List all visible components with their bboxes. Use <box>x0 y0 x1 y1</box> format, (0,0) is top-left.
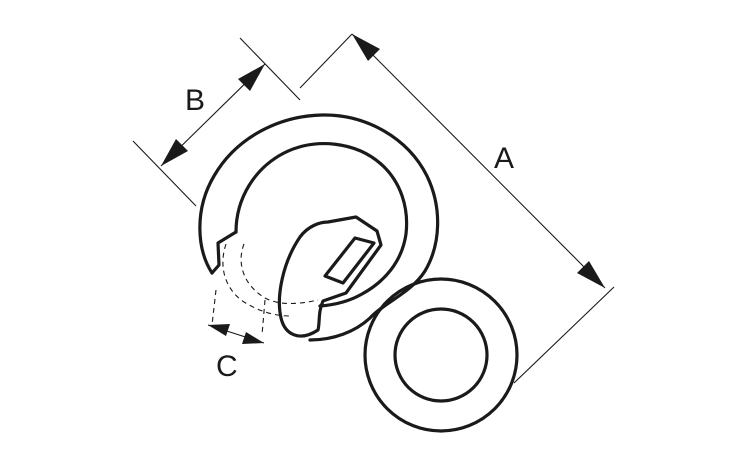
latch-gate-body <box>277 215 383 338</box>
base-ring-outer <box>363 277 519 433</box>
dimension-a: A <box>299 33 615 384</box>
dimension-c-label: C <box>216 350 238 383</box>
dimension-a-arrow-top <box>352 34 380 61</box>
dimension-b-extension-top <box>239 37 301 101</box>
dimension-a-extension-top <box>299 33 353 89</box>
eye-ring-inner <box>234 142 409 308</box>
latch-gate <box>211 215 383 338</box>
dimension-b-arrow-bottom <box>161 139 188 166</box>
base-ring-inner <box>393 307 489 403</box>
dimension-a-label: A <box>494 142 514 175</box>
dimension-a-extension-bottom <box>513 286 615 384</box>
eye-ring-outer <box>198 113 440 342</box>
eye-ring-opening <box>210 230 238 275</box>
dimension-c: C <box>207 324 265 383</box>
latch-gate-slot <box>323 236 376 285</box>
dimension-b-arrow-top <box>238 64 265 91</box>
eye-ring <box>198 113 440 342</box>
dimension-b-label: B <box>185 84 205 117</box>
hidden-outline-4 <box>261 299 266 336</box>
dimension-b-extension-bottom <box>132 140 197 207</box>
base-ring <box>363 277 519 433</box>
dimension-b: B <box>132 37 301 207</box>
hidden-outline-1 <box>222 243 291 317</box>
hidden-outline-2 <box>240 243 319 305</box>
dimension-c-arrow-left <box>208 324 230 336</box>
hidden-outline-3 <box>211 289 217 326</box>
dimension-c-arrow-right <box>242 332 264 344</box>
dimension-a-line <box>351 33 606 289</box>
dimension-a-arrow-bottom <box>577 261 605 288</box>
